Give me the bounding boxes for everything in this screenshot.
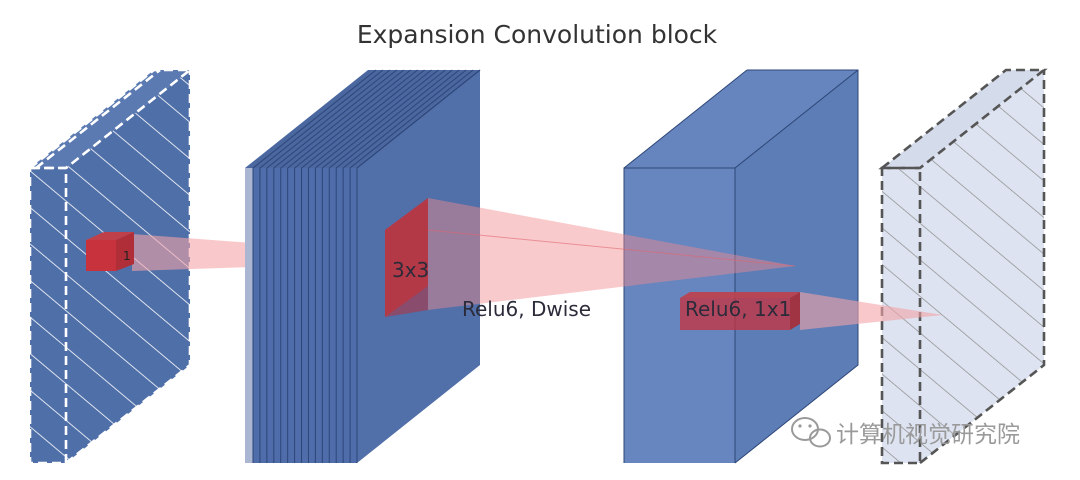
channel-slice-top-edge [335, 69, 460, 169]
channel-slice-top-edge [280, 69, 405, 169]
dwise-kernel-label: 3x3 [392, 258, 429, 282]
channel-slice-top-edge [252, 69, 377, 169]
channel-slice-top-edge [308, 69, 432, 169]
pointwise-kernel [680, 292, 800, 330]
input-tensor-block [26, 68, 194, 465]
channel-slice-top-edge [322, 69, 446, 169]
dwise-kernel [385, 198, 428, 317]
channel-slice-top-edge [301, 69, 425, 169]
channel-slice-top-edge [315, 69, 439, 169]
depthwise-projection-cone [428, 198, 795, 310]
input-kernel [86, 232, 134, 271]
wechat-icon [791, 417, 831, 448]
output-tensor-block [878, 68, 1048, 465]
watermark-text: 计算机视觉研究院 [836, 422, 1020, 448]
pointwise-projection-cone [800, 292, 943, 330]
channel-slice-top-edge [342, 69, 467, 169]
channel-slice-top-edge [266, 69, 391, 169]
channel-slice-top-edge [294, 69, 418, 169]
channel-slice-top-edge [349, 69, 474, 169]
diagram-title: Expansion Convolution block [357, 20, 718, 49]
input-kernel-label: 1 [123, 249, 131, 263]
project-op-label: Relu6, 1x1 [685, 297, 791, 321]
depthwise-output-block [623, 69, 859, 464]
channel-slice-top-edge [328, 69, 453, 169]
channel-slice-top-edge [273, 69, 398, 169]
watermark: 计算机视觉研究院 [791, 417, 1020, 448]
channel-slice-top-edge [259, 69, 384, 169]
dwise-op-label: Relu6, Dwise [462, 297, 591, 321]
channel-slices [252, 69, 481, 463]
channel-slice-top-edge [287, 69, 411, 169]
input-projection-cone [132, 234, 252, 271]
